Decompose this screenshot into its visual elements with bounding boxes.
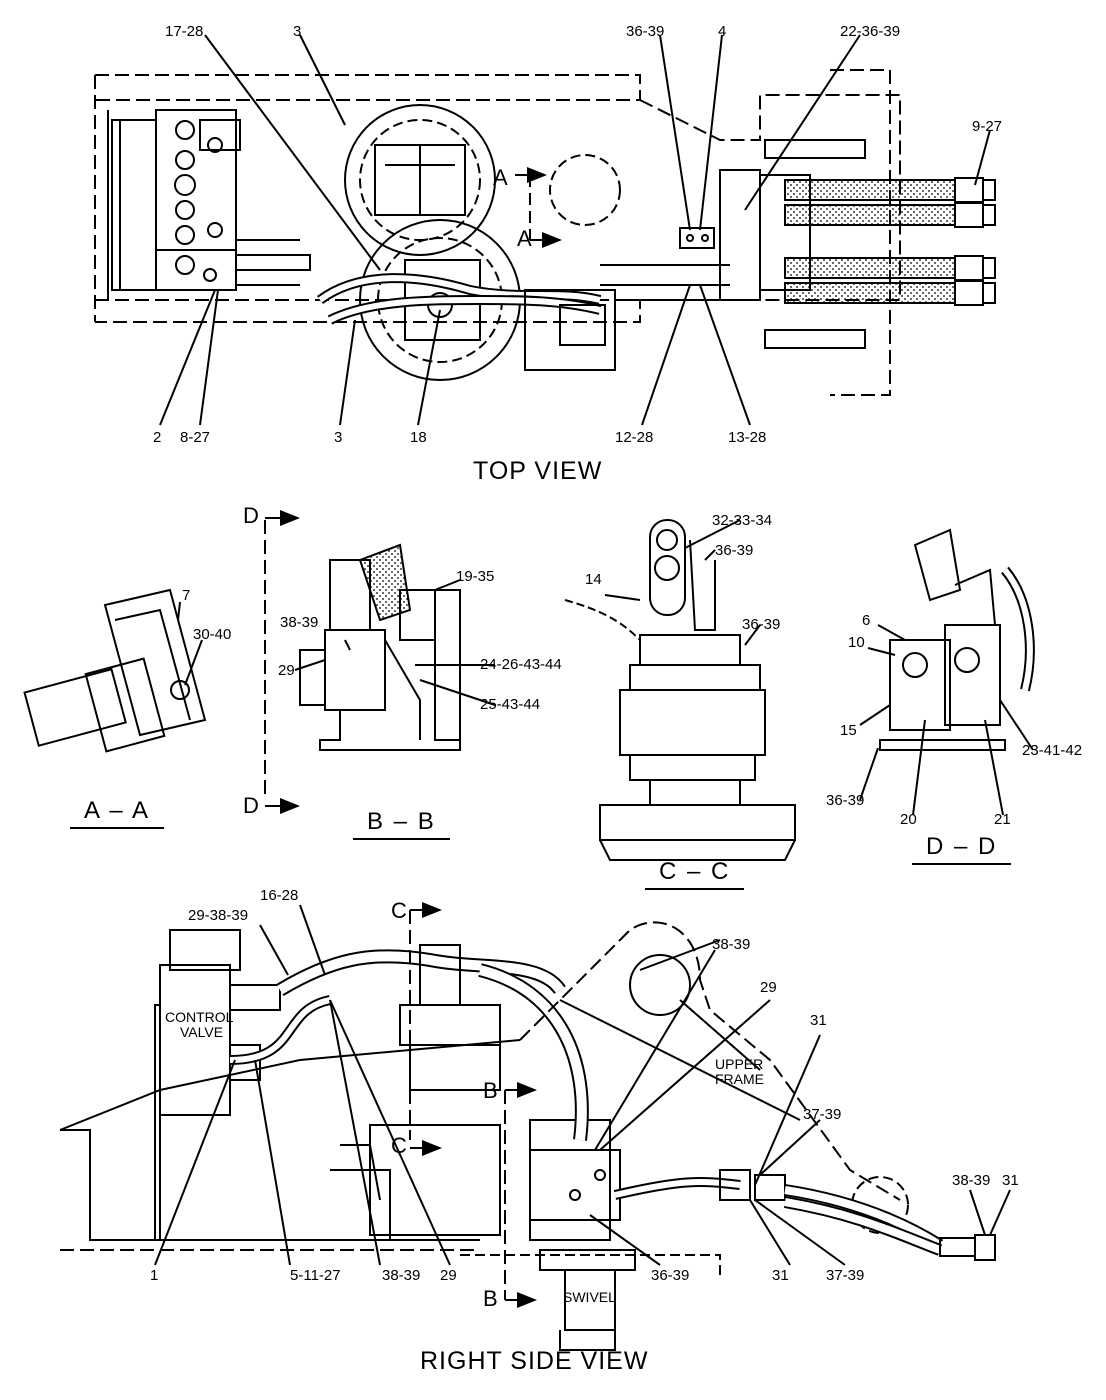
control-valve-label-line1: CONTROL bbox=[165, 1009, 234, 1025]
callout-7: 7 bbox=[182, 587, 191, 604]
callout-36-39-side: 36-39 bbox=[651, 1267, 690, 1284]
cut-marker-a-upper: A bbox=[493, 165, 508, 190]
callout-38-39-side-upper: 38-39 bbox=[712, 936, 751, 953]
callout-1: 1 bbox=[150, 1267, 159, 1284]
callout-17-28: 17-28 bbox=[165, 23, 204, 40]
callout-8-27: 8-27 bbox=[180, 429, 211, 446]
callout-31-upper: 31 bbox=[810, 1012, 827, 1029]
callout-4: 4 bbox=[718, 23, 727, 40]
callout-3-top: 3 bbox=[293, 23, 302, 40]
callout-29-side-bottom: 29 bbox=[440, 1267, 457, 1284]
cut-marker-c-upper: C bbox=[391, 898, 407, 923]
callout-31-bottom: 31 bbox=[772, 1267, 789, 1284]
callout-36-39-cc-upper: 36-39 bbox=[715, 542, 754, 559]
cut-marker-c-lower: C bbox=[391, 1133, 407, 1158]
callout-2: 2 bbox=[153, 429, 162, 446]
section-bb-label: B – B bbox=[353, 808, 450, 840]
cut-marker-d-upper: D bbox=[243, 503, 259, 528]
cut-marker-d-lower: D bbox=[243, 793, 259, 818]
callout-36-39-cc-lower: 36-39 bbox=[742, 616, 781, 633]
callout-31-right: 31 bbox=[1002, 1172, 1019, 1189]
callout-18: 18 bbox=[410, 429, 427, 446]
callout-5-11-27: 5-11-27 bbox=[290, 1267, 341, 1284]
cut-marker-b-upper: B bbox=[483, 1078, 498, 1103]
callout-36-39-top: 36-39 bbox=[626, 23, 665, 40]
section-aa-label: A – A bbox=[70, 797, 165, 829]
callout-24-26-43-44: 24-26-43-44 bbox=[480, 656, 562, 673]
callout-14: 14 bbox=[585, 571, 602, 588]
callout-32-33-34: 32-33-34 bbox=[712, 512, 773, 529]
right-side-view-drawing bbox=[59, 902, 1011, 1351]
callout-6: 6 bbox=[862, 612, 871, 629]
callout-19-35: 19-35 bbox=[456, 568, 495, 585]
top-view-title: TOP VIEW bbox=[473, 457, 603, 485]
section-dd-drawing bbox=[859, 528, 1035, 816]
callout-38-39-bb: 38-39 bbox=[280, 614, 319, 631]
callout-21: 21 bbox=[994, 811, 1011, 828]
callout-10: 10 bbox=[848, 634, 865, 651]
cut-marker-b-lower: B bbox=[483, 1286, 498, 1311]
callout-9-27: 9-27 bbox=[972, 118, 1003, 135]
callout-16-28: 16-28 bbox=[260, 887, 299, 904]
callout-38-39-side-right: 38-39 bbox=[952, 1172, 991, 1189]
control-valve-label-line2: VALVE bbox=[180, 1024, 224, 1040]
callout-29-side-upper: 29 bbox=[760, 979, 777, 996]
callout-29-38-39: 29-38-39 bbox=[188, 907, 249, 924]
callout-3-bottom: 3 bbox=[334, 429, 343, 446]
upper-frame-label-line1: UPPER bbox=[715, 1056, 764, 1072]
callout-29-bb: 29 bbox=[278, 662, 295, 679]
callout-37-39-upper: 37-39 bbox=[803, 1106, 842, 1123]
swivel-label: SWIVEL bbox=[563, 1289, 616, 1305]
top-view-drawing bbox=[94, 34, 996, 426]
callout-36-39-dd: 36-39 bbox=[826, 792, 865, 809]
callout-38-39-side-bottom: 38-39 bbox=[382, 1267, 421, 1284]
callout-15: 15 bbox=[840, 722, 857, 739]
section-bb-drawing bbox=[264, 510, 496, 814]
callout-25-43-44: 25-43-44 bbox=[480, 696, 541, 713]
callout-13-28: 13-28 bbox=[728, 429, 767, 446]
cut-marker-a-lower: A bbox=[517, 226, 532, 251]
upper-frame-label-line2: FRAME bbox=[715, 1071, 764, 1087]
section-aa-drawing bbox=[23, 588, 207, 753]
callout-22-36-39: 22-36-39 bbox=[840, 23, 901, 40]
callout-20: 20 bbox=[900, 811, 917, 828]
right-side-view-title: RIGHT SIDE VIEW bbox=[420, 1347, 649, 1375]
callout-37-39-bottom: 37-39 bbox=[826, 1267, 865, 1284]
section-dd-label: D – D bbox=[912, 833, 1012, 865]
callout-30-40: 30-40 bbox=[193, 626, 232, 643]
section-cc-label: C – C bbox=[645, 858, 745, 890]
callout-12-28: 12-28 bbox=[615, 429, 654, 446]
section-cc-drawing bbox=[564, 519, 796, 861]
callout-23-41-42: 23-41-42 bbox=[1022, 742, 1083, 759]
